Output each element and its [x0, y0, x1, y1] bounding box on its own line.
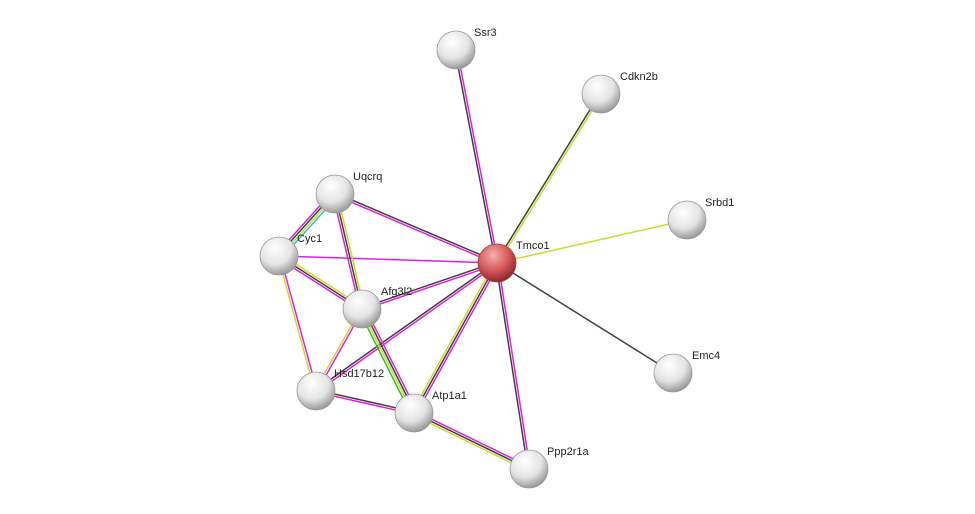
node-atp1a1[interactable]: Atp1a1	[394, 390, 467, 433]
node-label: Afg3l2	[381, 286, 412, 298]
node-circle[interactable]	[581, 74, 621, 114]
node-label: Uqcrq	[353, 171, 382, 183]
edge-evidence-magenta	[278, 255, 498, 264]
node-circle[interactable]	[315, 174, 355, 214]
node-label: Ppp2r1a	[547, 446, 589, 458]
edge-cdkn2b-tmco1[interactable]	[495, 93, 603, 264]
node-label: Cyc1	[297, 233, 322, 245]
node-circle[interactable]	[436, 30, 476, 70]
edge-cyc1-hsd17b12[interactable]	[277, 255, 318, 392]
node-uqcrq[interactable]: Uqcrq	[315, 171, 382, 214]
edge-evidence-dark	[335, 192, 498, 263]
node-label: Emc4	[692, 350, 720, 362]
edge-evidence-dark	[413, 262, 498, 414]
edge-evidence-yellow	[496, 219, 688, 264]
edge-emc4-tmco1[interactable]	[496, 262, 674, 374]
node-circle[interactable]	[509, 449, 549, 489]
node-label: Tmco1	[516, 240, 550, 252]
node-hsd17b12[interactable]: Hsd17b12	[296, 368, 384, 411]
edge-evidence-magenta	[279, 255, 318, 391]
node-circle[interactable]	[259, 236, 299, 276]
edge-evidence-dark	[334, 193, 363, 310]
node-circle[interactable]	[342, 289, 382, 329]
edge-evidence-yellow	[411, 261, 496, 413]
edge-evidence-dark	[454, 50, 497, 264]
edge-evidence-dark	[495, 263, 529, 470]
node-circle[interactable]	[667, 200, 707, 240]
node-circle[interactable]	[394, 393, 434, 433]
edge-atp1a1-tmco1[interactable]	[411, 261, 500, 415]
edge-evidence-green	[358, 310, 412, 415]
edge-evidence-magenta	[414, 410, 531, 468]
node-circle[interactable]	[296, 371, 336, 411]
node-circle[interactable]	[653, 353, 693, 393]
edge-afg3l2-atp1a1[interactable]	[358, 307, 418, 415]
node-label: Srbd1	[705, 197, 734, 209]
node-ssr3[interactable]: Ssr3	[436, 27, 497, 70]
edge-evidence-magenta	[456, 49, 499, 263]
edge-evidence-yellow	[497, 94, 603, 264]
edge-evidence-yellow	[360, 309, 414, 414]
edge-hsd17b12-tmco1[interactable]	[314, 261, 499, 393]
edge-uqcrq-tmco1[interactable]	[334, 192, 498, 265]
edge-evidence-magenta	[316, 263, 499, 393]
edge-evidence-magenta	[497, 262, 531, 469]
node-afg3l2[interactable]: Afg3l2	[342, 286, 412, 329]
edge-evidence-dark	[361, 261, 497, 309]
node-cyc1[interactable]: Cyc1	[259, 233, 322, 276]
edge-afg3l2-tmco1[interactable]	[361, 261, 498, 311]
edge-evidence-dark	[362, 308, 416, 413]
edge-evidence-yellow	[277, 256, 316, 392]
node-label: Hsd17b12	[334, 368, 384, 380]
edge-evidence-magenta	[364, 307, 418, 412]
edge-srbd1-tmco1[interactable]	[496, 219, 688, 264]
node-srbd1[interactable]: Srbd1	[667, 197, 734, 240]
edge-ppp2r1a-tmco1[interactable]	[495, 262, 531, 470]
node-label: Atp1a1	[432, 390, 467, 402]
edge-evidence-magenta	[415, 263, 500, 415]
edge-evidence-magenta	[334, 194, 497, 265]
edge-evidence-magenta	[362, 263, 498, 311]
edge-uqcrq-afg3l2[interactable]	[332, 193, 365, 310]
edge-evidence-magenta	[332, 194, 361, 310]
edge-evidence-yellow	[412, 414, 529, 472]
node-ppp2r1a[interactable]: Ppp2r1a	[509, 446, 589, 489]
node-label: Cdkn2b	[620, 71, 658, 83]
edge-ssr3-tmco1[interactable]	[454, 49, 499, 264]
edge-evidence-yellow	[336, 193, 365, 309]
node-tmco1[interactable]: Tmco1	[477, 240, 550, 283]
edge-evidence-dark	[495, 93, 601, 263]
edge-cyc1-tmco1[interactable]	[278, 255, 498, 264]
edge-evidence-dark	[413, 412, 530, 470]
edge-evidence-dark	[496, 262, 674, 374]
edge-atp1a1-ppp2r1a[interactable]	[412, 410, 531, 472]
node-circle[interactable]	[477, 243, 517, 283]
node-cdkn2b[interactable]: Cdkn2b	[581, 71, 658, 114]
edge-evidence-dark	[314, 261, 497, 391]
node-emc4[interactable]: Emc4	[653, 350, 720, 393]
node-label: Ssr3	[474, 27, 497, 39]
